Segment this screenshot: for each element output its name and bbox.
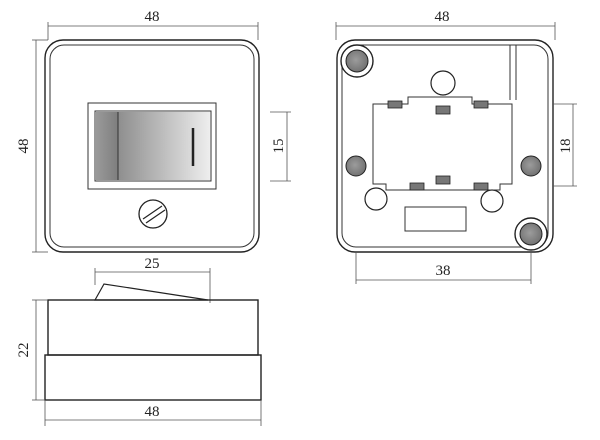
side-height-dimension: 22 <box>16 299 48 401</box>
front-plate-outer <box>44 39 260 253</box>
hole-top <box>430 70 456 96</box>
front-width-dimension: 48 <box>47 9 259 40</box>
back-mount-distance-label: 38 <box>436 263 451 279</box>
terminal-top-center <box>435 105 451 115</box>
front-view: 48 48 15 <box>16 9 291 253</box>
terminal-bottom-center <box>435 175 451 185</box>
terminal-bottom-right <box>473 182 489 191</box>
back-mount-distance-dimension: 38 <box>355 252 532 284</box>
side-rocker-profile <box>93 283 209 301</box>
rocker-left-half <box>96 112 118 180</box>
front-height-dimension: 48 <box>16 39 48 253</box>
side-pin-left <box>345 155 367 177</box>
back-view: 48 <box>335 9 577 284</box>
back-inner-height-dimension: 18 <box>553 103 577 187</box>
side-width-dimension: 48 <box>44 400 262 426</box>
hole-bottom-left <box>364 187 388 211</box>
back-width-dimension: 48 <box>335 9 556 40</box>
rocker-right-half <box>118 112 210 180</box>
mount-hole-bottom-right <box>514 217 548 251</box>
back-inner-height-label: 18 <box>558 139 574 154</box>
side-height-label: 22 <box>16 343 32 358</box>
back-housing-outer <box>336 39 554 253</box>
back-housing-inner <box>341 44 549 248</box>
side-upper-body <box>47 299 259 356</box>
hole-bottom-right <box>480 189 504 213</box>
side-base <box>44 354 262 401</box>
front-plate-inner <box>49 44 255 248</box>
button-height-label: 15 <box>271 139 287 154</box>
mount-hole-top-left <box>340 44 374 78</box>
front-height-label: 48 <box>16 139 32 154</box>
back-slot <box>404 206 467 232</box>
side-button-width-label: 25 <box>145 256 160 272</box>
back-width-label: 48 <box>435 9 450 25</box>
front-width-label: 48 <box>145 9 160 25</box>
side-pin-right <box>520 155 542 177</box>
terminal-bottom-left <box>409 182 425 191</box>
side-button-width-dimension: 25 <box>94 256 211 303</box>
switch-mechanism <box>372 96 513 191</box>
side-width-label: 48 <box>145 404 160 420</box>
button-height-dimension: 15 <box>270 111 291 182</box>
terminal-top-left <box>387 100 403 109</box>
terminal-top-right <box>473 100 489 109</box>
rocker-frame <box>87 102 217 190</box>
side-view: 25 22 48 <box>16 256 262 426</box>
slotted-screw-icon <box>138 199 168 229</box>
